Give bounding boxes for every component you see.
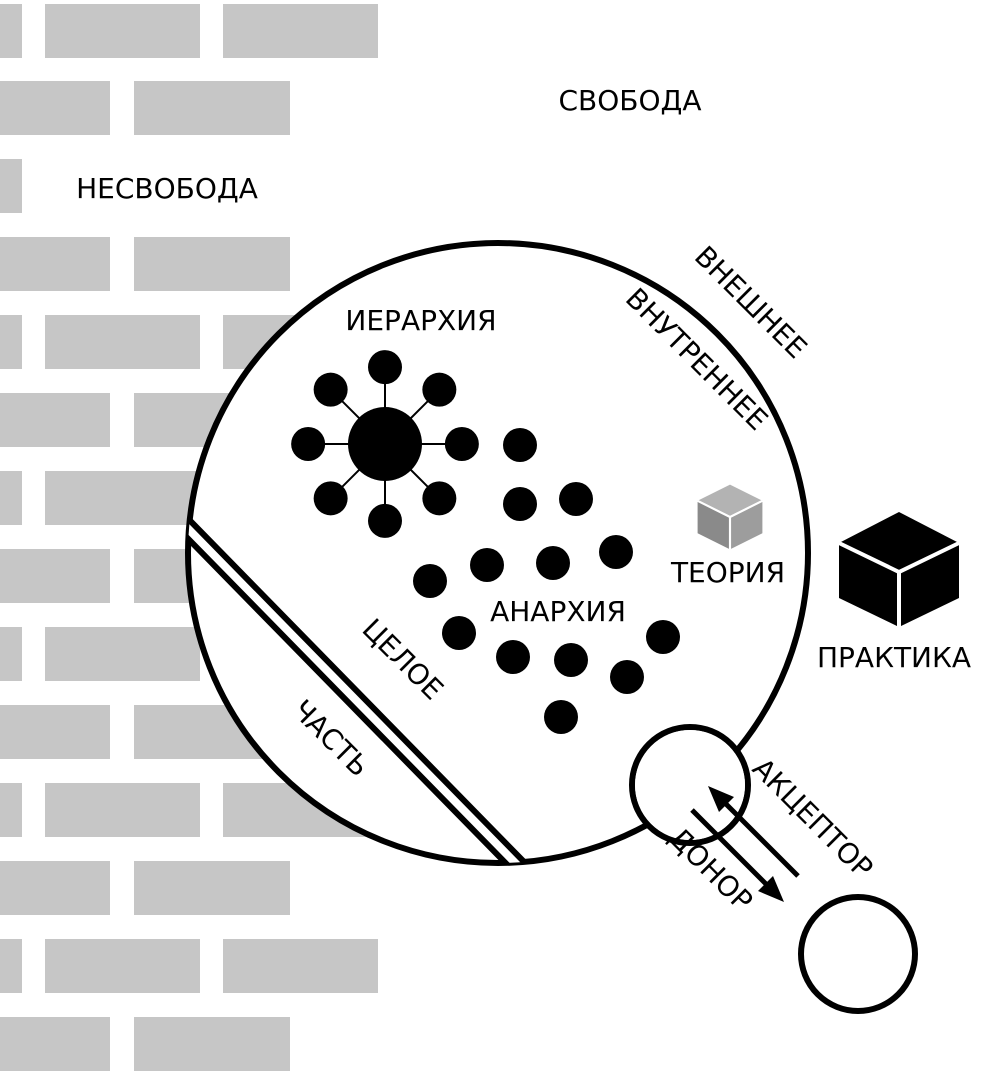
hierarchy-center-node <box>348 407 422 481</box>
anarchy-node <box>536 546 570 580</box>
arrow-down-head <box>758 876 784 902</box>
brick <box>45 939 200 993</box>
brick-wall <box>0 4 378 1071</box>
brick <box>45 783 200 837</box>
hierarchy-node <box>422 481 457 516</box>
hierarchy-node <box>291 427 326 461</box>
hierarchy-label: ИЕРАРХИЯ <box>345 304 496 337</box>
brick <box>0 549 110 603</box>
anarchy-node <box>544 700 578 734</box>
brick <box>45 4 200 58</box>
anarchy-node <box>470 548 504 582</box>
brick <box>223 4 378 58</box>
brick <box>45 471 200 525</box>
brick <box>0 4 22 58</box>
brick <box>0 939 22 993</box>
unfreedom-label: НЕСВОБОДА <box>76 172 258 205</box>
brick <box>0 705 110 759</box>
anarchy-node <box>503 487 537 521</box>
brick <box>45 315 200 369</box>
theory-label: ТЕОРИЯ <box>670 556 785 589</box>
theory-cube-icon <box>697 484 763 550</box>
brick <box>223 939 378 993</box>
anarchy-dots <box>413 428 680 734</box>
anarchy-node <box>554 643 588 677</box>
anarchy-node <box>599 535 633 569</box>
exchange-arrows <box>690 786 800 902</box>
brick <box>0 393 110 447</box>
brick <box>0 237 110 291</box>
anarchy-node <box>496 640 530 674</box>
brick <box>0 1017 110 1071</box>
brick <box>0 627 22 681</box>
hierarchy-node <box>313 481 348 516</box>
brick <box>0 315 22 369</box>
brick <box>134 861 290 915</box>
brick <box>45 627 200 681</box>
anarchy-node <box>442 616 476 650</box>
brick <box>134 237 290 291</box>
anarchy-node <box>559 482 593 516</box>
brick <box>134 81 290 135</box>
hierarchy-node <box>313 372 348 407</box>
hierarchy-node <box>368 350 402 385</box>
anarchy-node <box>610 660 644 694</box>
hierarchy-star <box>291 350 479 538</box>
external-node <box>798 894 918 1014</box>
hierarchy-node <box>368 503 402 538</box>
brick <box>134 1017 290 1071</box>
hierarchy-node <box>444 427 479 461</box>
bump-merge <box>635 730 745 840</box>
anarchy-node <box>503 428 537 462</box>
anarchy-label: АНАРХИЯ <box>490 595 626 628</box>
freedom-label: СВОБОДА <box>558 84 701 117</box>
practice-label: ПРАКТИКА <box>817 641 971 674</box>
anarchy-node <box>646 620 680 654</box>
brick <box>0 783 22 837</box>
anarchy-node <box>413 564 447 598</box>
whole-part-divider <box>188 493 540 863</box>
brick <box>0 471 22 525</box>
brick <box>0 159 22 213</box>
acceptor-label: АКЦЕПТОР <box>746 752 879 885</box>
practice-cube-icon <box>838 512 960 627</box>
brick <box>0 81 110 135</box>
brick <box>0 861 110 915</box>
arrow-up-head <box>708 786 734 812</box>
hierarchy-node <box>422 372 457 407</box>
